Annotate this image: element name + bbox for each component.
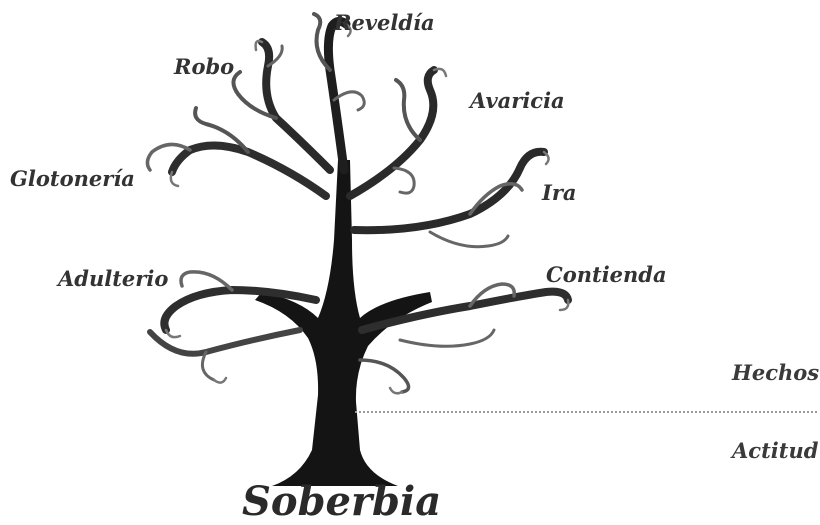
branch-label-adulterio: Adulterio [58,266,169,291]
root-label-soberbia: Soberbia [242,478,442,525]
tree-trunk [255,160,432,486]
branch-curls [164,22,570,395]
tree-branches [145,12,572,394]
level-label-hechos: Hechos [732,360,820,385]
level-divider [355,411,817,413]
branch-label-glotoneria: Glotonería [10,166,135,191]
branch-label-ira: Ira [542,180,577,205]
level-label-actitud: Actitud [732,438,819,463]
branch-label-avaricia: Avaricia [470,88,565,113]
branch-label-reveldia: Reveldía [334,10,435,35]
branch-label-robo: Robo [174,54,235,79]
branch-label-contienda: Contienda [546,262,667,287]
